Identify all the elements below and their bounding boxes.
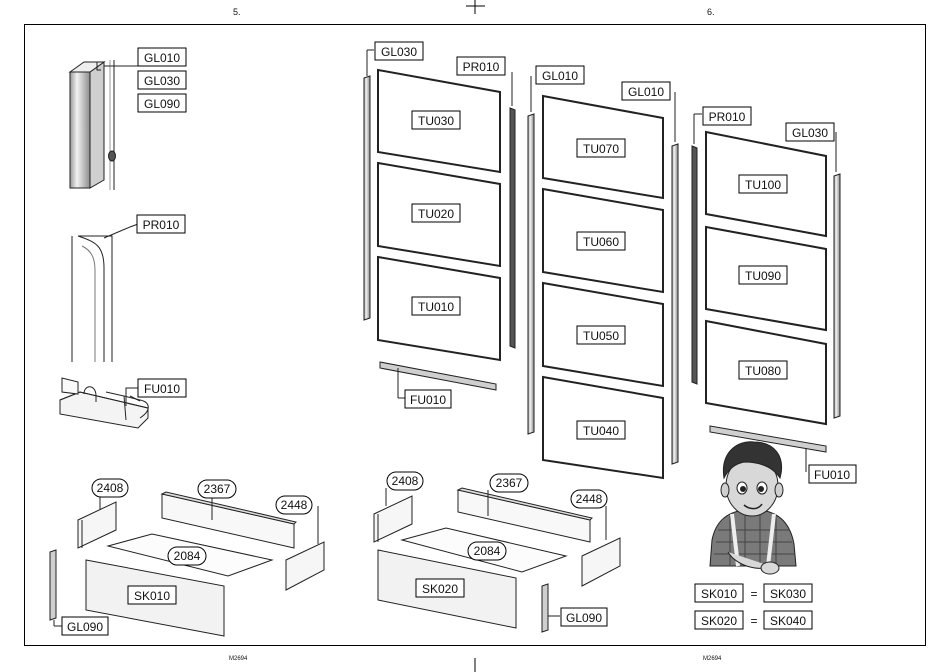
svg-text:2084: 2084	[474, 544, 501, 558]
label-drawer-left-sk010: SK010	[128, 586, 176, 604]
label-drawer-left-2367: 2367	[198, 480, 236, 498]
label-door-middle-gl010-right: GL010	[622, 82, 670, 100]
svg-text:SK030: SK030	[770, 587, 806, 601]
svg-text:GL010: GL010	[144, 51, 180, 65]
svg-text:TU030: TU030	[418, 114, 454, 128]
label-drawer-right-2084: 2084	[468, 542, 506, 560]
svg-text:SK010: SK010	[134, 589, 170, 603]
label-gl090-detail: GL090	[138, 94, 186, 112]
svg-text:FU010: FU010	[814, 468, 850, 482]
label-door-right-pr010: PR010	[703, 107, 751, 125]
svg-text:2367: 2367	[204, 482, 231, 496]
svg-text:TU070: TU070	[583, 142, 619, 156]
label-drawer-right-2367: 2367	[490, 474, 528, 492]
label-door-right-fu010: FU010	[809, 465, 856, 483]
svg-text:2408: 2408	[97, 481, 124, 495]
label-door-left-fu010: FU010	[405, 390, 451, 408]
mascot-illustration	[710, 442, 796, 574]
label-panel-tu030: TU030	[412, 111, 460, 129]
profile-gl-drawing	[70, 60, 138, 190]
label-drawer-right-2448: 2448	[571, 490, 607, 508]
svg-text:2448: 2448	[576, 492, 603, 506]
door-left	[364, 50, 515, 398]
label-panel-tu020: TU020	[412, 204, 460, 222]
label-drawer-right-sk020: SK020	[416, 579, 464, 597]
svg-text:GL090: GL090	[144, 97, 180, 111]
label-door-middle-gl010-left: GL010	[536, 66, 584, 84]
label-panel-tu050: TU050	[577, 326, 625, 344]
equivalence-row-2: SK020 = SK040	[695, 611, 812, 629]
label-panel-tu010: TU010	[412, 297, 460, 315]
svg-text:=: =	[750, 614, 757, 628]
svg-text:FU010: FU010	[410, 393, 446, 407]
svg-text:TU100: TU100	[745, 178, 781, 192]
svg-text:TU090: TU090	[745, 269, 781, 283]
door-middle	[528, 76, 678, 478]
label-drawer-right-2408: 2408	[387, 472, 423, 490]
svg-text:2448: 2448	[281, 498, 308, 512]
svg-text:GL030: GL030	[381, 45, 417, 59]
label-drawer-left-gl090: GL090	[62, 617, 108, 635]
svg-text:PR010: PR010	[143, 218, 180, 232]
svg-text:2408: 2408	[392, 474, 419, 488]
label-door-left-gl030: GL030	[375, 42, 423, 60]
svg-text:GL030: GL030	[144, 74, 180, 88]
label-panel-tu100: TU100	[739, 175, 787, 193]
svg-text:2367: 2367	[496, 476, 523, 490]
svg-text:TU080: TU080	[745, 364, 781, 378]
label-gl030-detail: GL030	[138, 71, 186, 89]
profile-pr-drawing	[72, 227, 130, 362]
svg-text:GL030: GL030	[792, 126, 828, 140]
door-right	[692, 114, 840, 472]
svg-text:TU060: TU060	[583, 235, 619, 249]
label-door-left-pr010: PR010	[457, 57, 505, 75]
label-pr010-detail: PR010	[137, 215, 185, 233]
label-panel-tu070: TU070	[577, 139, 625, 157]
label-panel-tu040: TU040	[577, 421, 625, 439]
svg-text:SK040: SK040	[770, 614, 806, 628]
svg-text:TU010: TU010	[418, 300, 454, 314]
rail-fu-drawing	[60, 378, 148, 428]
label-panel-tu080: TU080	[739, 361, 787, 379]
label-door-right-gl030: GL030	[786, 123, 834, 141]
label-gl010-detail: GL010	[138, 48, 186, 66]
svg-text:SK010: SK010	[701, 587, 737, 601]
svg-text:GL010: GL010	[628, 85, 664, 99]
svg-text:SK020: SK020	[422, 582, 458, 596]
svg-text:GL010: GL010	[542, 69, 578, 83]
label-drawer-left-2448: 2448	[276, 496, 312, 514]
svg-text:=: =	[750, 587, 757, 601]
svg-text:TU050: TU050	[583, 329, 619, 343]
svg-text:GL090: GL090	[67, 620, 103, 634]
label-drawer-left-2084: 2084	[168, 547, 206, 565]
label-fu010-detail: FU010	[138, 379, 186, 397]
svg-text:2084: 2084	[174, 549, 201, 563]
label-panel-tu060: TU060	[577, 232, 625, 250]
svg-text:FU010: FU010	[144, 382, 180, 396]
svg-text:TU040: TU040	[583, 424, 619, 438]
label-panel-tu090: TU090	[739, 266, 787, 284]
svg-text:PR010: PR010	[463, 60, 500, 74]
svg-text:PR010: PR010	[709, 110, 746, 124]
equivalence-row-1: SK010 = SK030	[695, 584, 812, 602]
svg-text:GL090: GL090	[566, 611, 602, 625]
svg-text:TU020: TU020	[418, 207, 454, 221]
label-drawer-left-2408: 2408	[92, 479, 128, 497]
label-drawer-right-gl090: GL090	[561, 608, 607, 626]
svg-text:SK020: SK020	[701, 614, 737, 628]
